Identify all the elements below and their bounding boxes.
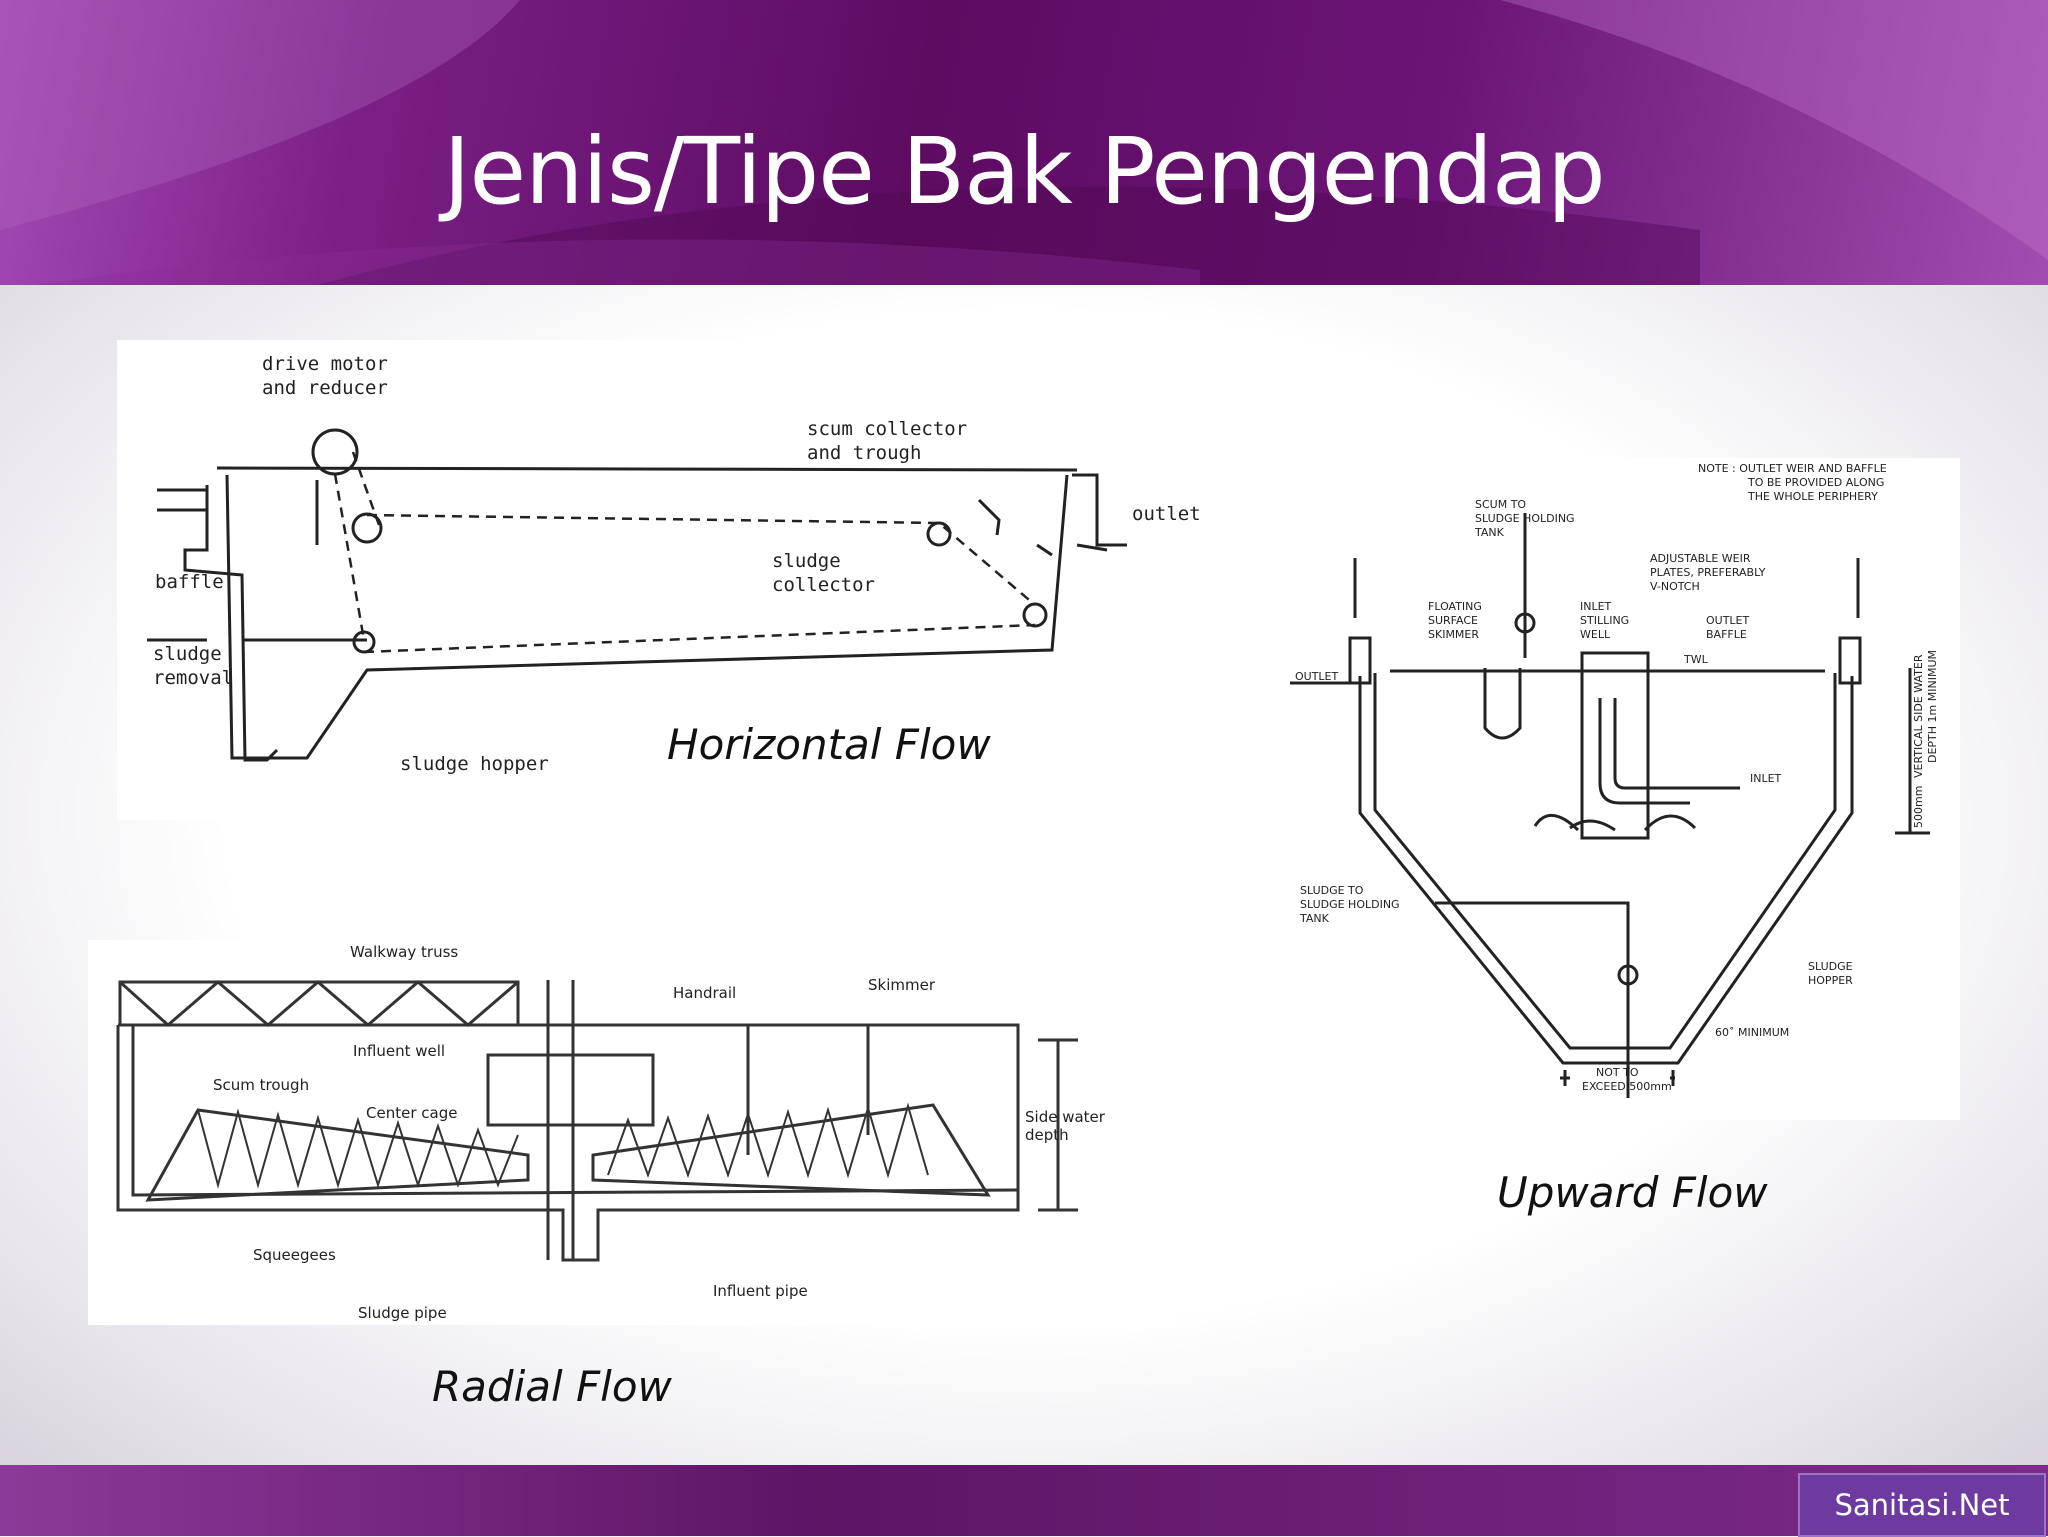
caption-upward-flow: Upward Flow xyxy=(1497,1168,1768,1217)
caption-horizontal-flow: Horizontal Flow xyxy=(667,720,991,769)
upward-flow-drawing: NOTE : OUTLET WEIR AND BAFFLE TO BE PROV… xyxy=(1290,462,1939,1098)
label-500mm: 500mm xyxy=(1912,786,1925,828)
label-handrail: Handrail xyxy=(673,984,736,1002)
label-scum-collector-2: and trough xyxy=(807,442,921,464)
label-sludge-hopper-2: HOPPER xyxy=(1808,974,1853,987)
label-outlet: OUTLET xyxy=(1295,670,1339,683)
horizontal-flow-diagram: drive motor and reducer scum collector a… xyxy=(117,340,1210,820)
caption-radial-flow: Radial Flow xyxy=(432,1362,672,1411)
label-scum-to: SCUM TO xyxy=(1475,498,1526,511)
label-not-to-2: EXCEED 500mm xyxy=(1582,1080,1672,1093)
label-outlet: outlet xyxy=(1132,503,1201,525)
label-sludge-removal: sludge xyxy=(153,643,222,665)
label-influent-well: Influent well xyxy=(353,1042,445,1060)
label-sludge-hopper: SLUDGE xyxy=(1808,960,1853,973)
label-weir-2: PLATES, PREFERABLY xyxy=(1650,566,1766,579)
label-scum-collector: scum collector xyxy=(807,418,967,440)
label-sludge-to: SLUDGE TO xyxy=(1300,884,1364,897)
page-title: Jenis/Tipe Bak Pengendap xyxy=(443,118,1605,225)
label-floating-2: SURFACE xyxy=(1428,614,1478,627)
label-baffle: baffle xyxy=(155,571,224,593)
label-inlet-well: INLET xyxy=(1580,600,1612,613)
label-outlet-baffle: OUTLET xyxy=(1706,614,1750,627)
label-sludge-to-2: SLUDGE HOLDING xyxy=(1300,898,1400,911)
slide-footer xyxy=(0,1465,2048,1536)
label-drive-motor-2: and reducer xyxy=(262,377,388,399)
label-side-water-2: depth xyxy=(1025,1126,1069,1144)
note-line-3: THE WHOLE PERIPHERY xyxy=(1747,490,1878,503)
label-sludge-hopper: sludge hopper xyxy=(400,753,549,775)
label-angle: 60˚ MINIMUM xyxy=(1715,1026,1789,1039)
label-scum-to-3: TANK xyxy=(1474,526,1505,539)
note-line-2: TO BE PROVIDED ALONG xyxy=(1747,476,1884,489)
watermark-badge: Sanitasi.Net xyxy=(1798,1473,2046,1537)
label-inlet: INLET xyxy=(1750,772,1782,785)
label-inlet-well-2: STILLING xyxy=(1580,614,1629,627)
label-influent-pipe: Influent pipe xyxy=(713,1282,808,1300)
label-weir: ADJUSTABLE WEIR xyxy=(1650,552,1751,565)
label-floating-3: SKIMMER xyxy=(1428,628,1479,641)
label-scum-trough: Scum trough xyxy=(213,1076,309,1094)
label-scum-to-2: SLUDGE HOLDING xyxy=(1475,512,1575,525)
label-sludge-collector: sludge xyxy=(772,550,841,572)
note-line-1: NOTE : OUTLET WEIR AND BAFFLE xyxy=(1698,462,1887,475)
label-sludge-to-3: TANK xyxy=(1299,912,1330,925)
horizontal-flow-drawing: drive motor and reducer scum collector a… xyxy=(147,353,1201,775)
upward-flow-diagram: NOTE : OUTLET WEIR AND BAFFLE TO BE PROV… xyxy=(1270,458,1960,1120)
label-sludge-removal-2: removal xyxy=(153,667,233,689)
label-outlet-baffle-2: BAFFLE xyxy=(1706,628,1747,641)
label-sludge-collector-2: collector xyxy=(772,574,875,596)
radial-flow-diagram: Walkway truss Handrail Skimmer Influent … xyxy=(88,940,1178,1325)
label-skimmer: Skimmer xyxy=(868,976,936,994)
label-walkway-truss: Walkway truss xyxy=(350,943,458,961)
label-inlet-well-3: WELL xyxy=(1580,628,1611,641)
header-swoosh xyxy=(0,0,2048,290)
label-center-cage: Center cage xyxy=(366,1104,457,1122)
label-twl: TWL xyxy=(1683,653,1709,666)
label-sludge-pipe: Sludge pipe xyxy=(358,1304,447,1322)
label-not-to: NOT TO xyxy=(1596,1066,1639,1079)
label-vertical-depth-2: DEPTH 1m MINIMUM xyxy=(1926,650,1939,763)
label-vertical-depth: VERTICAL SIDE WATER xyxy=(1912,654,1925,778)
label-weir-3: V-NOTCH xyxy=(1650,580,1700,593)
label-floating: FLOATING xyxy=(1428,600,1482,613)
label-drive-motor: drive motor xyxy=(262,353,388,375)
radial-flow-drawing: Walkway truss Handrail Skimmer Influent … xyxy=(116,943,1106,1322)
label-side-water: Side water xyxy=(1025,1108,1106,1126)
slide-header: Jenis/Tipe Bak Pengendap xyxy=(0,0,2048,290)
label-squeegees: Squeegees xyxy=(253,1246,336,1264)
